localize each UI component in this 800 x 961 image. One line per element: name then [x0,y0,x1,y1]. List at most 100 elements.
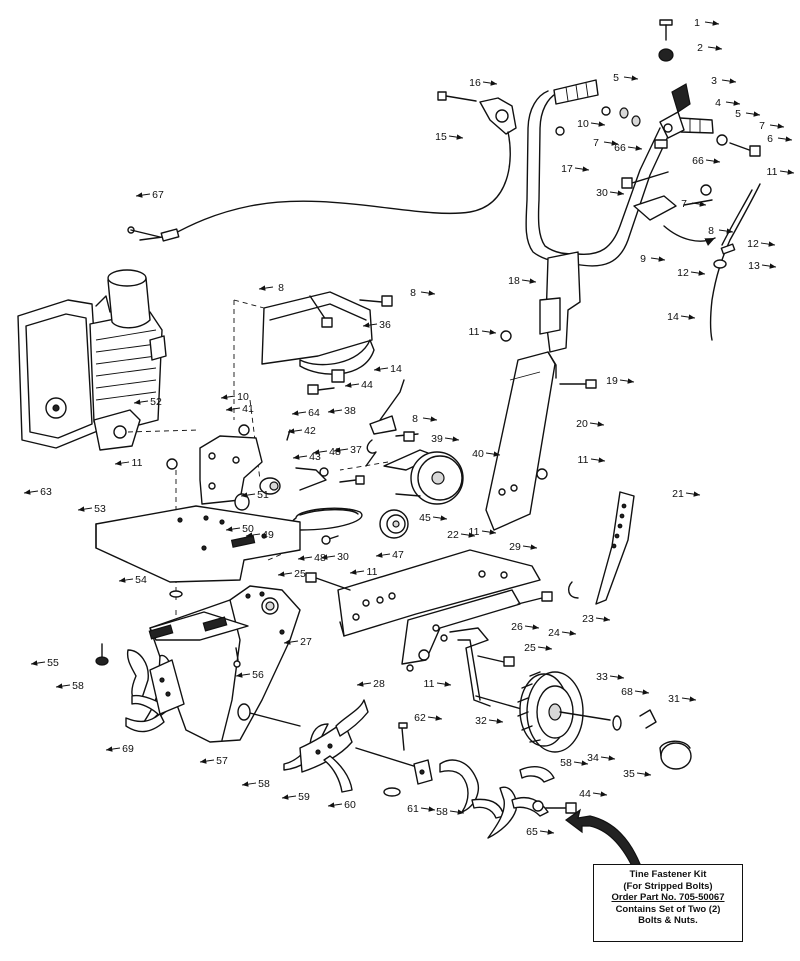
leader-52 [133,399,149,405]
leader-48 [297,555,313,561]
leader-40 [485,451,501,457]
depth-bar [595,491,635,605]
leader-37 [333,447,349,453]
leader-3 [721,78,737,84]
callout-50: 50 [242,523,254,535]
callout-39: 39 [431,433,443,445]
callout-11: 11 [424,678,435,690]
callout-44: 44 [579,788,591,800]
leader-12 [690,270,706,276]
leader-48 [312,449,328,455]
leader-15 [448,134,464,140]
callout-68: 68 [621,686,633,698]
callout-6: 6 [767,133,773,145]
callout-35: 35 [623,768,635,780]
leader-5 [623,75,639,81]
callout-11: 11 [578,454,589,466]
leader-32 [488,718,504,724]
leader-44 [592,791,608,797]
leader-63 [23,489,39,495]
callout-59: 59 [298,791,310,803]
leader-5 [745,111,761,117]
right-tines [283,699,577,839]
callout-13: 13 [748,260,760,272]
leader-10 [220,394,236,400]
callout-42: 42 [304,425,316,437]
leader-1 [704,20,720,26]
clutch-lever [437,91,517,135]
leader-50 [225,526,241,532]
leader-39 [444,436,460,442]
leader-14 [680,314,696,320]
callout-48: 48 [329,446,341,458]
callout-28: 28 [373,678,385,690]
leader-18 [521,278,537,284]
leader-11 [114,460,130,466]
leader-11 [779,169,795,175]
leader-41 [225,406,241,412]
callout-leaders [23,20,795,835]
leader-31 [681,696,697,702]
leader-11 [349,569,365,575]
transmission [148,585,301,743]
leader-24 [561,630,577,636]
callout-15: 15 [435,131,447,143]
callout-67: 67 [152,189,164,201]
left-tines [125,649,185,733]
callout-11: 11 [767,166,778,178]
callout-58: 58 [72,680,84,692]
leader-7 [691,201,707,207]
leader-12 [760,241,776,247]
bolt [95,643,109,666]
leader-65 [539,829,555,835]
leader-4 [725,100,741,106]
leader-11 [481,529,497,535]
leader-61 [420,806,436,812]
callout-40: 40 [472,448,484,460]
leader-58 [55,683,71,689]
callout-47: 47 [392,549,404,561]
leader-7 [603,140,619,146]
callout-29: 29 [509,541,521,553]
kit-part-number: Order Part No. 705-50067 [611,892,725,903]
leader-66 [627,145,643,151]
leader-68 [634,689,650,695]
belt-guard [261,291,393,395]
callout-64: 64 [308,407,320,419]
leader-60 [327,802,343,808]
leader-30 [320,554,336,560]
leader-53 [77,506,93,512]
callout-38: 38 [344,405,356,417]
leader-8 [420,290,436,296]
leader-33 [609,674,625,680]
callout-26: 26 [511,621,523,633]
leader-55 [30,660,46,666]
leader-10 [590,121,606,127]
leader-27 [283,639,299,645]
kit-title: Tine Fastener Kit [629,869,707,880]
callout-12: 12 [747,238,759,250]
leader-38 [327,408,343,414]
callout-21: 21 [672,488,684,500]
belt [291,507,363,545]
callout-58: 58 [560,757,572,769]
leader-16 [482,80,498,86]
leader-56 [235,672,251,678]
leader-54 [118,577,134,583]
wheel-assembly [475,671,692,770]
leader-47 [375,552,391,558]
callout-36: 36 [379,319,391,331]
callout-33: 33 [596,671,608,683]
callout-11: 11 [469,526,480,538]
right-grip-throttle [659,83,714,139]
callout-30: 30 [596,187,608,199]
callout-11: 11 [469,326,480,338]
leader-45 [432,515,448,521]
callout-37: 37 [350,444,362,456]
callout-16: 16 [469,77,481,89]
callout-62: 62 [414,712,426,724]
callout-63: 63 [40,486,52,498]
callout-43: 43 [309,451,321,463]
callout-69: 69 [122,743,134,755]
